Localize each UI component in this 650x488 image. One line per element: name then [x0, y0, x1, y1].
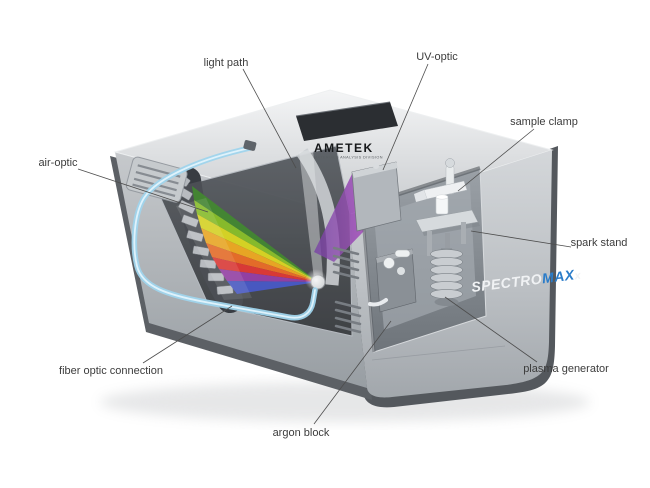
label-light-path: light path — [204, 57, 249, 69]
right-face-seam — [371, 345, 506, 361]
leader-line-light-path — [242, 68, 297, 169]
leader-line-fiber-optic-connection — [142, 305, 233, 364]
vent-slots — [332, 246, 362, 334]
label-sample-clamp: sample clamp — [510, 116, 578, 128]
fiber-optic-cable-highlight — [133, 147, 316, 319]
vent-slot — [334, 300, 362, 310]
argon-fitting — [383, 257, 395, 269]
optics-bracket-arm — [296, 148, 340, 286]
plasma-generator-assembly — [430, 248, 463, 306]
callouts: light path UV-optic sample clamp air-opt… — [38, 51, 627, 439]
leader-line-air-optic — [77, 168, 209, 213]
ametek-logo: AMETEK — [314, 141, 374, 155]
vent-slot — [334, 308, 362, 318]
translucent-shell — [158, 146, 352, 336]
recess-inner-shadow-left — [360, 205, 376, 353]
sample-cylinder-top — [435, 194, 449, 200]
spectrum-band — [227, 281, 318, 294]
model-logo-suffix: x — [573, 270, 582, 283]
grille-line — [135, 170, 179, 185]
grating-glow — [305, 269, 327, 291]
argon-fitting — [397, 267, 405, 275]
detector-module — [207, 272, 225, 282]
label-fiber-optic-connection: fiber optic connection — [59, 365, 163, 377]
spectrum-band — [212, 257, 318, 282]
detector-module — [181, 214, 199, 228]
label-air-optic: air-optic — [38, 157, 78, 169]
leader-line-uv-optic — [382, 63, 429, 171]
cable-connector — [243, 140, 257, 151]
clamp-knob — [445, 158, 455, 168]
spark-stand-leg — [445, 233, 450, 259]
sample-clamp-assembly — [414, 158, 468, 215]
detector-module — [186, 230, 204, 242]
argon-fitting — [394, 249, 411, 258]
label-spark-stand: spark stand — [571, 237, 628, 249]
machine-illustration: AMETEK MATERIALS ANALYSIS DIVISION SPECT… — [100, 89, 590, 422]
detector-module — [199, 259, 217, 269]
label-plasma-generator: plasma generator — [523, 363, 609, 375]
leader-line-plasma-generator — [444, 296, 538, 363]
vent-slot — [332, 246, 360, 256]
leader-line-argon-block — [313, 320, 392, 425]
top-lid — [296, 102, 398, 141]
vent-slot — [332, 270, 360, 280]
grille-frame — [125, 156, 188, 203]
spectrum-band — [201, 228, 318, 282]
ametek-logo-subline: MATERIALS ANALYSIS DIVISION — [314, 156, 383, 160]
spectrum-band — [194, 200, 318, 282]
spectrum-band — [192, 186, 318, 282]
uv-optic-box — [351, 161, 402, 232]
label-argon-block: argon block — [273, 427, 330, 439]
uv-optic-body — [351, 161, 402, 232]
vent-slot — [334, 316, 362, 326]
sample-cylinder — [435, 196, 449, 215]
leader-line-sample-clamp — [457, 128, 535, 192]
detector-module — [216, 285, 234, 295]
detector-module — [192, 245, 210, 257]
uv-optic-knob — [373, 163, 379, 169]
argon-pipe — [368, 298, 388, 307]
spectrum-fan — [192, 186, 318, 294]
top-lid-highlight — [295, 101, 391, 117]
spark-stand-plate — [415, 209, 479, 233]
spectrum-band — [197, 214, 318, 282]
spectrum-band — [219, 269, 318, 282]
shell-highlight-streak — [176, 198, 252, 300]
spark-stand-assembly — [415, 209, 480, 259]
clamp-finger — [414, 190, 427, 202]
argon-block-assembly — [368, 248, 417, 313]
label-uv-optic: UV-optic — [416, 51, 458, 63]
uv-optic-top — [352, 162, 398, 178]
spark-stand-leg — [427, 231, 432, 256]
spark-stand-leg — [461, 222, 466, 244]
plasma-base — [434, 298, 459, 306]
vent-slot — [332, 254, 360, 264]
model-logo-accent: MAX — [541, 266, 576, 286]
leader-line-spark-stand — [470, 230, 572, 248]
vent-slot — [334, 324, 362, 334]
spectrum-band — [206, 243, 318, 282]
vent-slot — [332, 262, 360, 272]
plasma-disc — [430, 289, 463, 299]
